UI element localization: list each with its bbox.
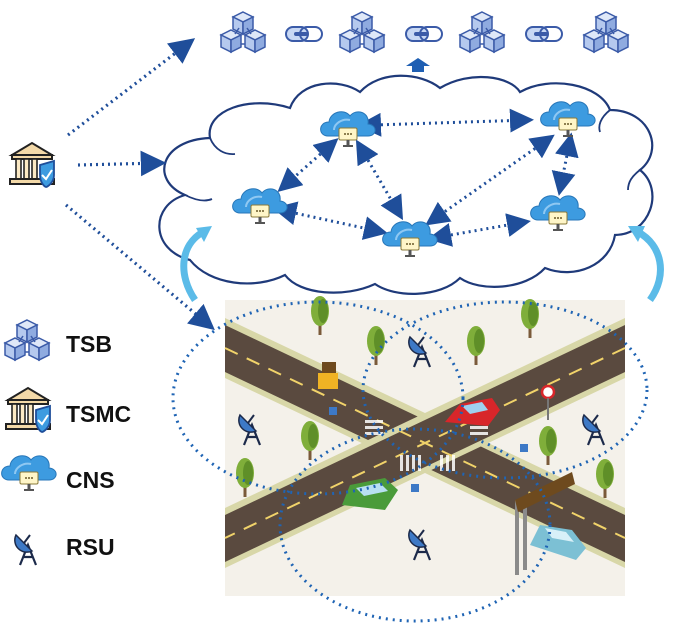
legend-label-tsb: TSB [66, 331, 112, 357]
blockchain-block-icon [460, 12, 504, 52]
cloud-server-icon [0, 454, 58, 492]
blockchain-block-icon [584, 12, 628, 52]
legend-label-rsu: RSU [66, 534, 115, 560]
legend-item-cns: CNS [0, 454, 115, 493]
blockchain-block-icon [5, 320, 49, 360]
blockchain-block-icon [221, 12, 265, 52]
legend-label-tsmc: TSMC [66, 401, 131, 427]
scene-to-cloud-arrows [180, 226, 664, 303]
tsmc-links [64, 38, 215, 331]
chain-link-icon [285, 26, 323, 42]
upload-arrow-icon [406, 58, 430, 72]
legend-item-rsu: RSU [13, 533, 115, 567]
legend-item-tsmc: TSMC [5, 387, 131, 433]
cns-links [272, 108, 579, 247]
legend: TSB TSMC CNS RSU [0, 320, 131, 567]
chain-link-icon [525, 26, 563, 42]
blockchain-block-icon [340, 12, 384, 52]
bank-shield-icon [5, 387, 51, 433]
blockchain-ledger [221, 12, 628, 52]
gantry-sign [515, 472, 575, 575]
legend-item-tsb: TSB [5, 320, 112, 360]
legend-label-cns: CNS [66, 467, 115, 493]
rsu-coverage-rings [171, 300, 649, 623]
yellow-truck [318, 362, 338, 389]
antenna-tower-icon [13, 533, 38, 567]
bank-shield-icon [9, 142, 55, 188]
teal-car [530, 525, 586, 560]
green-car [342, 478, 398, 510]
chain-link-icon [405, 26, 443, 42]
intersection-scene [224, 296, 626, 596]
